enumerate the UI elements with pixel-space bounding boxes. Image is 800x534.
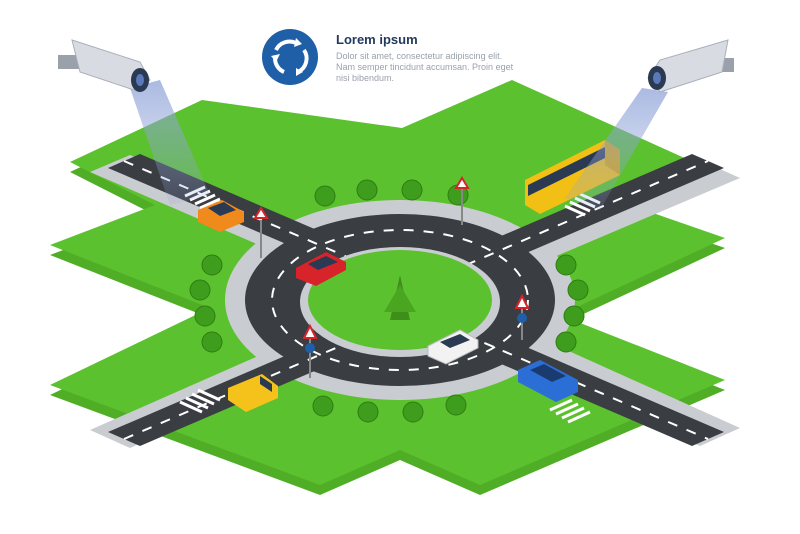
red-car bbox=[296, 252, 346, 286]
center-island bbox=[300, 247, 500, 357]
camera-beams bbox=[130, 80, 668, 210]
yield-signs bbox=[253, 176, 530, 378]
yield-sign-nw bbox=[253, 206, 269, 258]
roundabout-sign-icon bbox=[262, 29, 318, 85]
info-caption: Lorem ipsum Dolor sit amet, consectetur … bbox=[336, 32, 566, 84]
blue-car bbox=[518, 360, 578, 402]
yield-sign-se bbox=[514, 293, 530, 340]
yellow-van bbox=[228, 374, 278, 412]
orange-car bbox=[198, 200, 244, 232]
yield-sign-ne bbox=[454, 176, 470, 225]
caption-body: Dolor sit amet, consectetur adipiscing e… bbox=[336, 51, 514, 83]
caption-title: Lorem ipsum bbox=[336, 32, 418, 47]
cctv-camera-left bbox=[58, 39, 151, 93]
cctv-camera-right bbox=[647, 39, 734, 93]
center-tree bbox=[384, 275, 416, 320]
white-car bbox=[427, 329, 479, 365]
yield-sign-sw bbox=[302, 323, 318, 378]
